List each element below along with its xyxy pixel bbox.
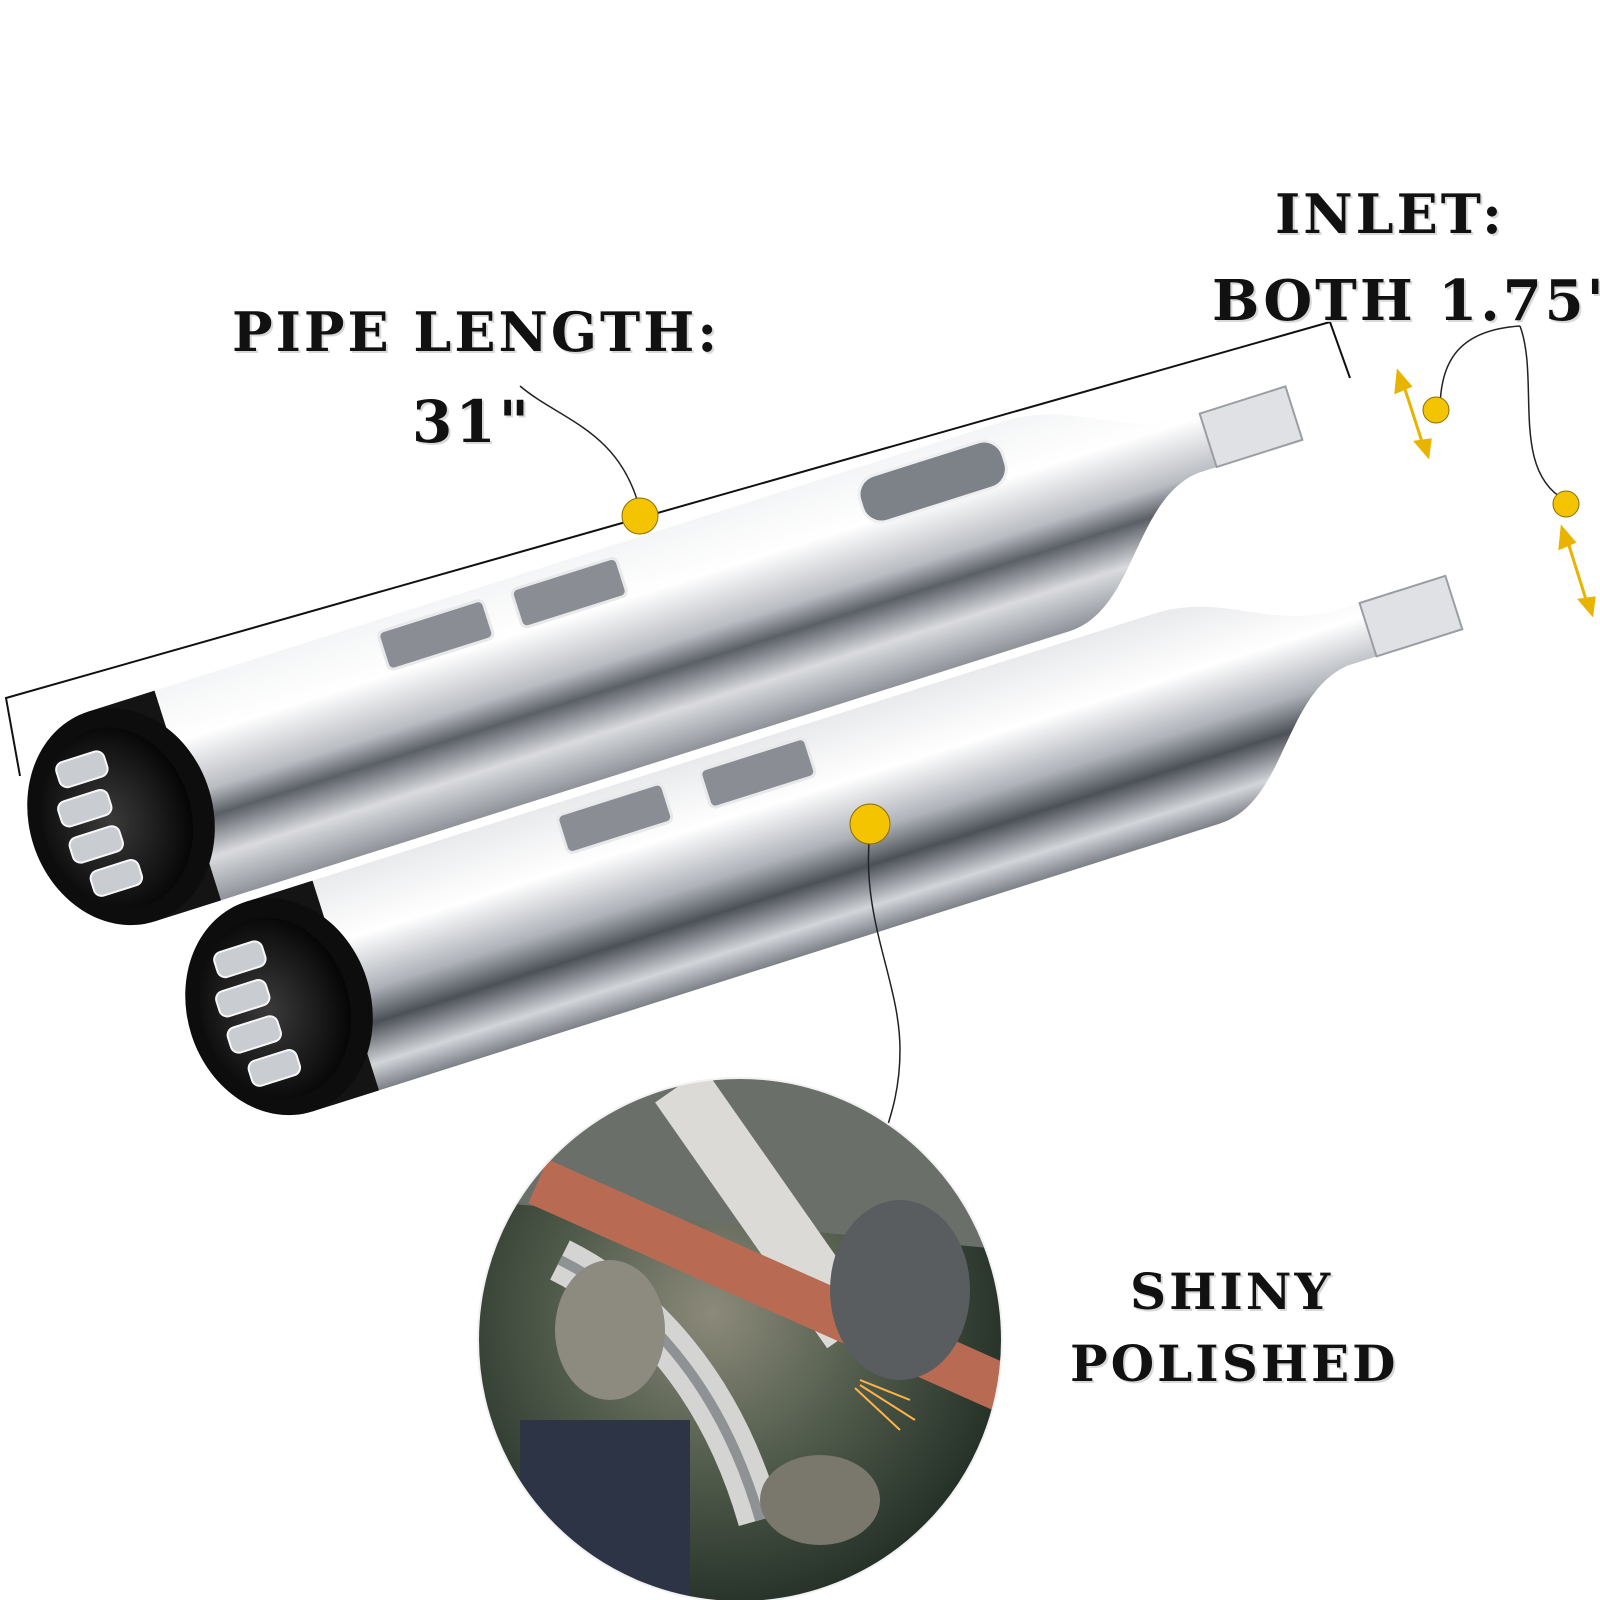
inlet-arrow-lower [1558,524,1596,618]
leader-line-inlet-lower [1519,325,1566,501]
finish-label-line2: POLISHED [1070,1334,1399,1393]
polishing-photo-inset [478,1078,1002,1600]
pipe-length-title: PIPE LENGTH: [232,300,721,364]
callout-dot-finish [849,803,891,845]
exhaust-pipe-upper [27,385,1304,926]
finish-label-line1: SHINY [1130,1262,1334,1321]
leader-line-finish [867,829,901,1151]
leader-line-inlet [1439,325,1521,411]
inlet-title: INLET: [1275,182,1505,246]
callout-dot-inlet-upper [1422,396,1450,424]
length-dimension-line [4,320,1351,777]
inlet-value: BOTH 1.75" [1212,268,1600,334]
callout-dot-inlet-lower [1552,490,1580,518]
inlet-arrow-upper [1394,368,1432,460]
callout-dot-length [621,497,659,535]
leader-line-length [519,385,641,511]
pipe-length-value: 31" [412,388,532,456]
